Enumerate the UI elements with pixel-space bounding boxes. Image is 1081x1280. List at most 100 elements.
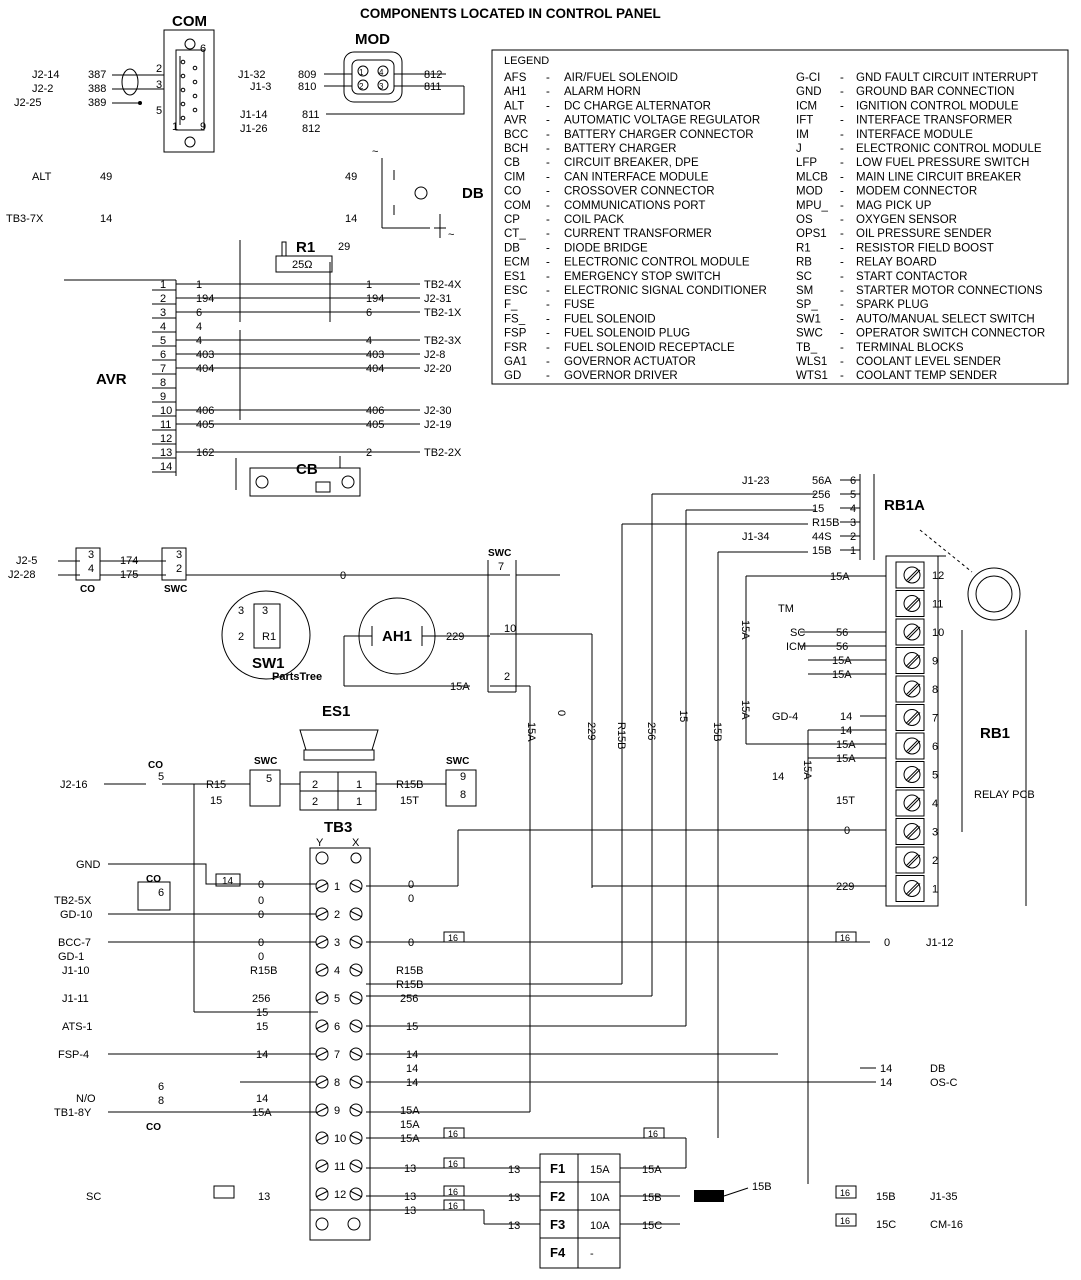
rb1-wire-label: 14 <box>840 711 852 723</box>
rb1a-src: J1-23 <box>742 475 770 487</box>
mod-src: J1-14 <box>240 109 268 121</box>
fuse-name: F2 <box>550 1189 565 1204</box>
legend-desc: INTERFACE MODULE <box>856 129 973 141</box>
vertical-wire-label: 15B <box>711 722 723 742</box>
legend-dash: - <box>840 228 844 240</box>
tb3-left-label: GD-10 <box>60 909 92 921</box>
legend-dash: - <box>546 157 550 169</box>
tb3-left-label: 14 <box>222 876 234 887</box>
avr-dest: J2-8 <box>424 349 445 361</box>
legend-code: MPU_ <box>796 200 829 212</box>
swc-label: SWC <box>254 756 277 767</box>
legend-code: CP <box>504 214 520 226</box>
legend-dash: - <box>840 214 844 226</box>
com-connector: COM 6 9 1 J2-14 387 2 J2-2 388 3 J2-25 3… <box>14 13 215 153</box>
avr-pin: 13 <box>160 447 172 459</box>
es-wire: 15T <box>400 795 419 807</box>
rb1-wire-label: 15A <box>739 620 751 640</box>
fuse-out-wire: 15A <box>642 1164 662 1176</box>
legend-code: SWC <box>796 328 823 340</box>
tb3-label: TB3 <box>324 819 352 836</box>
vertical-wire-label: R15B <box>615 722 627 750</box>
rb1-wire-label: SC <box>790 627 805 639</box>
legend-dash: - <box>546 242 550 254</box>
wire16: 16 <box>840 933 850 943</box>
co-label: CO <box>148 760 163 771</box>
tb3-left-label: 15 <box>256 1021 268 1033</box>
tb3-right-label: R15B <box>396 965 424 977</box>
avr-wire: 404 <box>366 363 384 375</box>
co-pin: 5 <box>158 771 164 783</box>
tb3-right-label: 15A <box>400 1133 420 1145</box>
legend-code: ALT <box>504 100 524 112</box>
avr-wire: 405 <box>366 419 384 431</box>
avr-wire: 406 <box>366 405 384 417</box>
vertical-wires: 15A 0 229 R15B 256 15 15B <box>525 494 723 1138</box>
mod-wire: 812 <box>302 123 320 135</box>
com-wire: 388 <box>88 83 106 95</box>
avr-pin: 3 <box>160 307 166 319</box>
fuse-rating: 10A <box>590 1192 610 1204</box>
co-pin: 6 <box>158 887 164 899</box>
ah1-wire: 229 <box>446 631 464 643</box>
right-wire: 14 <box>880 1063 892 1075</box>
alt-wire: 49 <box>345 171 357 183</box>
legend-code: DB <box>504 242 520 254</box>
legend-dash: - <box>546 356 550 368</box>
avr-wire: 6 <box>366 307 372 319</box>
legend-code: FSR <box>504 342 527 354</box>
legend-code: SC <box>796 271 812 283</box>
es-src: J2-16 <box>60 779 88 791</box>
tb3-left-label: 13 <box>258 1191 270 1203</box>
mod-src: J1-32 <box>238 69 266 81</box>
rb1-terminal-number: 1 <box>932 884 938 896</box>
tb3-src: TB3-7X <box>6 213 44 225</box>
rb1a-wire: R15B <box>812 517 840 529</box>
legend-dash: - <box>546 171 550 183</box>
legend-dash: - <box>546 285 550 297</box>
legend-desc: GOVERNOR ACTUATOR <box>564 356 696 368</box>
legend-dash: - <box>546 228 550 240</box>
legend-dash: - <box>840 86 844 98</box>
es1-label: ES1 <box>322 703 350 720</box>
legend-dash: - <box>546 271 550 283</box>
es-wire: R15 <box>206 779 226 791</box>
legend-desc: TERMINAL BLOCKS <box>856 342 964 354</box>
legend-code: BCC <box>504 129 528 141</box>
mod-connector: MOD 1 4 2 3 J1-32 809 J1-3 810 J1-14 811… <box>238 31 465 135</box>
right-dest: J1-35 <box>930 1191 958 1203</box>
tb3-left-label: J1-10 <box>62 965 90 977</box>
tb3-row-number: 2 <box>334 909 340 921</box>
legend-dash: - <box>840 100 844 112</box>
rb1-terminal-number: 8 <box>932 684 938 696</box>
fuse-in-wire: 13 <box>508 1164 520 1176</box>
legend-desc: COOLANT TEMP SENDER <box>856 370 997 382</box>
legend-desc: RELAY BOARD <box>856 257 937 269</box>
tb3-right-label: 0 <box>408 937 414 949</box>
tb3-left-label: J1-11 <box>62 993 89 1005</box>
tb3-right-label: 256 <box>400 993 418 1005</box>
swc-label: SWC <box>164 584 187 595</box>
legend-desc: FUEL SOLENOID PLUG <box>564 328 690 340</box>
com-label: COM <box>172 13 207 30</box>
mod-src: J1-26 <box>240 123 268 135</box>
legend-code: ES1 <box>504 271 526 283</box>
fuse-rating: 10A <box>590 1220 610 1232</box>
legend-desc: STARTER MOTOR CONNECTIONS <box>856 285 1043 297</box>
legend-desc: FUEL SOLENOID <box>564 313 656 325</box>
rb1a-label: RB1A <box>884 497 925 514</box>
legend-dash: - <box>840 257 844 269</box>
rb1-wire-label: ICM <box>786 641 806 653</box>
legend-code: R1 <box>796 242 811 254</box>
tb3-row-number: 1 <box>334 881 340 893</box>
legend-heading: LEGEND <box>504 55 549 67</box>
legend-code: CIM <box>504 171 525 183</box>
legend-desc: CIRCUIT BREAKER, DPE <box>564 157 699 169</box>
legend-desc: LOW FUEL PRESSURE SWITCH <box>856 157 1029 169</box>
rb1-terminal-number: 2 <box>932 855 938 867</box>
